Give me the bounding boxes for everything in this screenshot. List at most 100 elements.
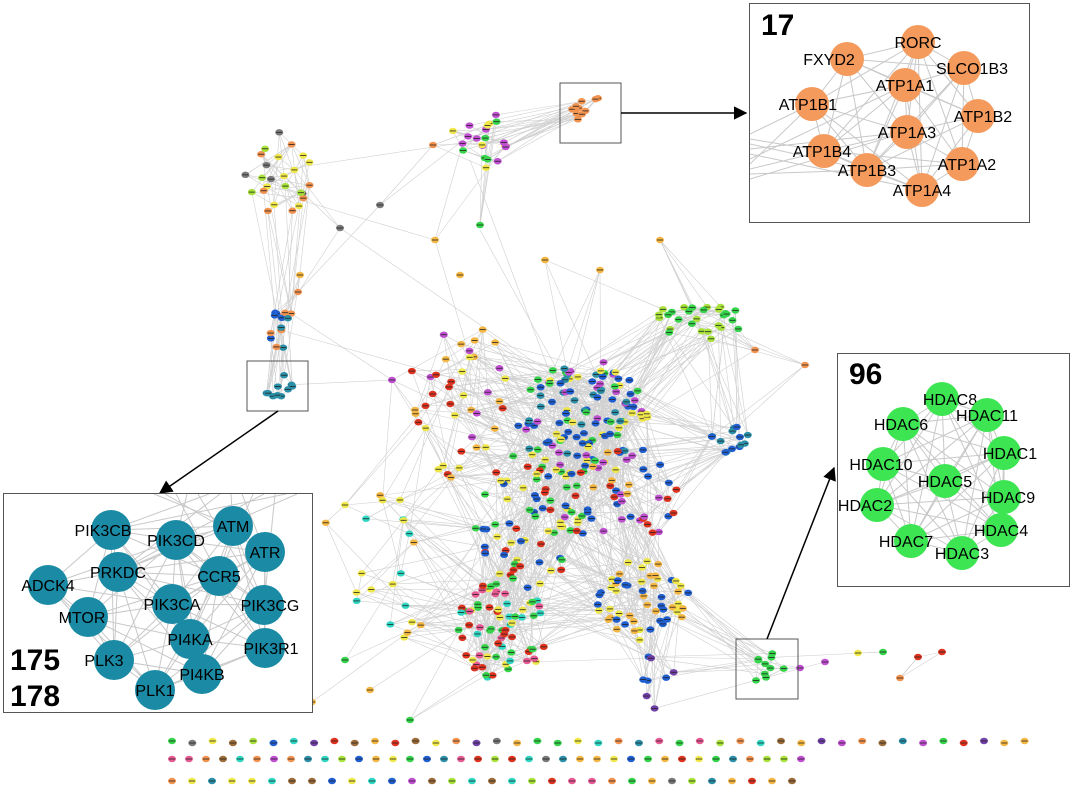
network-node[interactable] [525, 445, 534, 452]
network-node[interactable] [473, 630, 482, 638]
network-node[interactable] [266, 335, 275, 342]
network-node[interactable] [616, 417, 625, 425]
gene-node[interactable]: ATP1A4 [893, 173, 952, 207]
network-node[interactable] [673, 608, 682, 616]
network-node[interactable] [457, 340, 466, 348]
gene-node[interactable]: FXYD2 [803, 42, 864, 76]
network-node[interactable] [555, 419, 564, 427]
network-node[interactable] [766, 664, 775, 672]
network-node[interactable] [535, 559, 544, 566]
gene-node[interactable]: PIK3CB [75, 510, 132, 550]
network-node[interactable] [664, 311, 673, 319]
network-node[interactable] [743, 431, 752, 439]
network-node[interactable] [567, 508, 576, 516]
network-node[interactable] [638, 587, 647, 595]
gene-node[interactable]: HDAC8 [923, 382, 977, 416]
network-node[interactable] [455, 464, 464, 472]
network-node[interactable] [635, 636, 644, 644]
network-node[interactable] [649, 582, 658, 590]
gene-node[interactable]: HDAC2 [838, 488, 894, 522]
network-node[interactable] [528, 451, 537, 458]
network-node[interactable] [264, 389, 273, 397]
network-node[interactable] [622, 456, 631, 463]
network-node[interactable] [879, 648, 887, 656]
network-node[interactable] [577, 111, 586, 118]
network-node[interactable] [296, 271, 304, 279]
network-node[interactable] [643, 521, 652, 528]
network-node[interactable] [408, 777, 416, 785]
network-node[interactable] [651, 572, 660, 579]
network-node[interactable] [366, 686, 374, 694]
network-node[interactable] [621, 581, 630, 589]
gene-node[interactable]: PLK3 [84, 640, 134, 680]
network-node[interactable] [611, 369, 620, 376]
network-node[interactable] [676, 582, 685, 590]
network-node[interactable] [674, 588, 683, 595]
network-node[interactable] [573, 373, 582, 381]
network-node[interactable] [406, 755, 414, 763]
network-node[interactable] [672, 486, 681, 493]
network-node[interactable] [734, 325, 743, 333]
network-node[interactable] [405, 530, 414, 537]
network-node[interactable] [462, 652, 471, 659]
network-node[interactable] [674, 600, 683, 607]
network-node[interactable] [266, 329, 275, 337]
network-node[interactable] [732, 423, 741, 431]
network-node[interactable] [582, 409, 591, 416]
network-node[interactable] [567, 470, 576, 478]
network-node[interactable] [440, 755, 448, 763]
network-node[interactable] [429, 141, 437, 149]
network-node[interactable] [556, 519, 565, 526]
network-node[interactable] [716, 739, 725, 747]
network-node[interactable] [403, 629, 412, 636]
network-node[interactable] [525, 755, 533, 763]
network-node[interactable] [599, 359, 608, 366]
network-node[interactable] [817, 737, 826, 745]
network-node[interactable] [680, 304, 689, 311]
network-node[interactable] [596, 367, 605, 375]
network-node[interactable] [336, 224, 344, 232]
gene-node[interactable]: PI4KB [179, 654, 225, 694]
network-node[interactable] [612, 626, 621, 633]
network-node[interactable] [896, 674, 904, 682]
network-node[interactable] [622, 398, 631, 406]
gene-node[interactable]: ATM [213, 506, 253, 546]
network-node[interactable] [491, 111, 500, 119]
network-node[interactable] [606, 418, 615, 426]
network-node[interactable] [721, 449, 730, 456]
network-node[interactable] [259, 187, 268, 194]
network-node[interactable] [492, 737, 501, 745]
network-node[interactable] [338, 755, 346, 763]
network-node[interactable] [496, 477, 505, 484]
network-node[interactable] [321, 755, 329, 763]
network-node[interactable] [657, 593, 666, 601]
network-node[interactable] [606, 482, 615, 490]
network-node[interactable] [544, 527, 553, 535]
network-node[interactable] [980, 737, 988, 745]
network-node[interactable] [639, 466, 648, 473]
network-node[interactable] [355, 755, 363, 763]
network-node[interactable] [599, 459, 608, 466]
network-node[interactable] [219, 755, 227, 763]
network-node[interactable] [492, 118, 501, 125]
gene-node[interactable]: RORC [894, 25, 942, 59]
network-node[interactable] [546, 506, 555, 514]
network-node[interactable] [657, 602, 666, 610]
network-node[interactable] [299, 152, 308, 159]
network-node[interactable] [548, 367, 557, 374]
network-node[interactable] [959, 739, 968, 747]
network-node[interactable] [593, 394, 602, 401]
network-node[interactable] [495, 398, 504, 405]
gene-node[interactable]: ATP1B3 [838, 153, 897, 187]
gene-node[interactable]: PIK3CG [241, 585, 300, 625]
network-node[interactable] [613, 577, 622, 584]
network-node[interactable] [548, 398, 557, 406]
network-node[interactable] [570, 397, 579, 404]
network-node[interactable] [535, 603, 544, 610]
network-node[interactable] [296, 189, 305, 196]
network-node[interactable] [639, 592, 648, 600]
network-node[interactable] [522, 426, 531, 433]
network-node[interactable] [273, 391, 282, 399]
network-node[interactable] [457, 755, 465, 763]
network-node[interactable] [615, 610, 624, 617]
